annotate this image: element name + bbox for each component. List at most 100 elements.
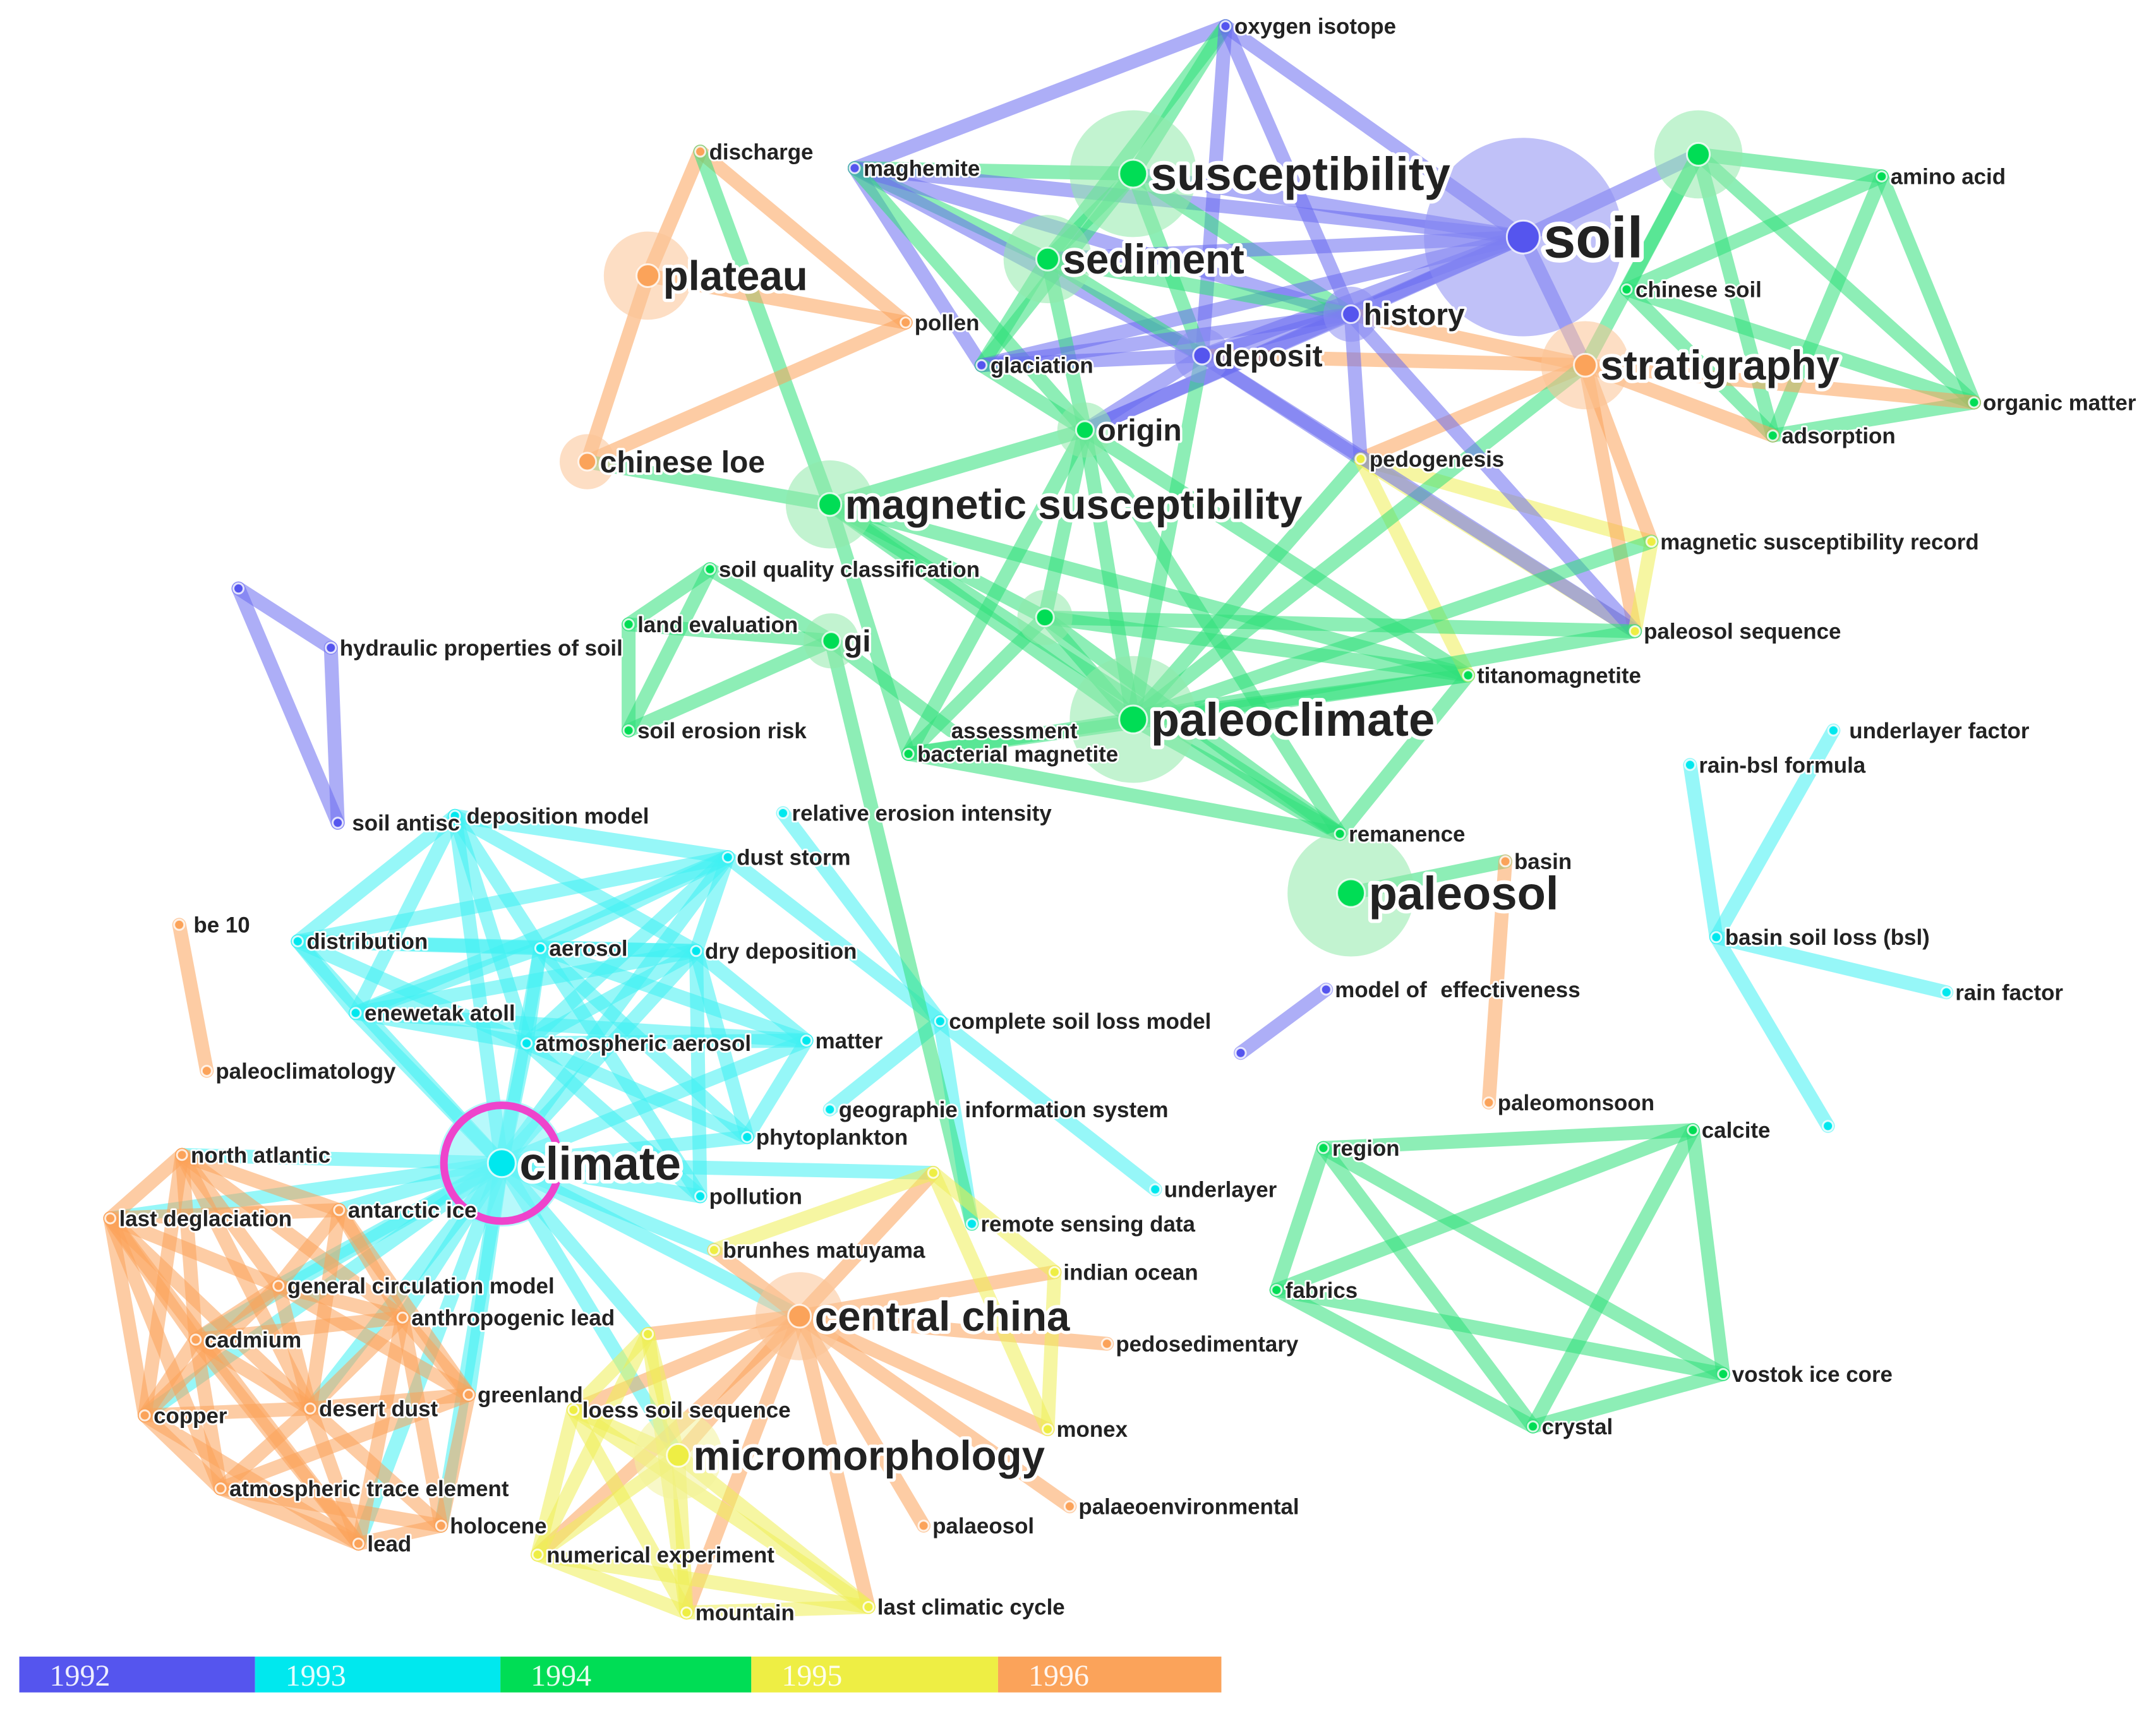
node-model-end[interactable] (1234, 1046, 1247, 1059)
node-complete-soil-loss-model[interactable] (934, 1015, 946, 1028)
node-bacterial-magnetite[interactable] (902, 748, 915, 760)
node-enewetak-atoll[interactable] (349, 1007, 362, 1019)
node-sediment[interactable] (1035, 246, 1060, 272)
node-last-climatic-cycle[interactable] (862, 1600, 875, 1613)
node-rain-factor[interactable] (1940, 986, 1953, 998)
node-numerical-experiment[interactable] (531, 1549, 544, 1561)
node-brunhes-matuyama[interactable] (708, 1244, 720, 1256)
node-matter[interactable] (800, 1034, 813, 1047)
node-lead[interactable] (352, 1537, 364, 1550)
node-soil-quality-classification[interactable] (704, 563, 716, 575)
node-paleosol[interactable] (1336, 878, 1366, 908)
node-history[interactable] (1341, 304, 1361, 325)
node-yellow-top[interactable] (927, 1166, 939, 1179)
node-dust-storm[interactable] (721, 851, 734, 863)
node-dry-deposition[interactable] (690, 945, 702, 957)
node-soil-antisc[interactable] (332, 817, 344, 829)
node-paleosol-sequence[interactable] (1629, 625, 1641, 637)
node-basin-soil-loss-bsl-[interactable] (1710, 931, 1723, 944)
edge-100 (622, 633, 838, 738)
node-bsl-end[interactable] (1822, 1120, 1834, 1132)
node-model-of[interactable] (1320, 983, 1332, 996)
node-paleomonsoon[interactable] (1483, 1096, 1495, 1109)
node-stratigraphy[interactable] (1573, 352, 1598, 378)
node-yellow-left[interactable] (642, 1328, 654, 1340)
node-climate[interactable] (486, 1148, 517, 1178)
node-basin[interactable] (1499, 855, 1512, 868)
node-land-evaluation[interactable] (622, 618, 635, 631)
node-rain-bsl-formula[interactable] (1683, 759, 1696, 771)
node-central-china[interactable] (787, 1304, 812, 1329)
node-cadmium[interactable] (190, 1333, 202, 1346)
node-greenland[interactable] (462, 1388, 475, 1401)
node-amino-acid[interactable] (1876, 170, 1888, 183)
node-monex[interactable] (1041, 1423, 1054, 1436)
node-hydraulic-properties-of-soil[interactable] (325, 642, 337, 654)
node-pollen[interactable] (900, 316, 912, 329)
node-glaciation[interactable] (975, 359, 988, 371)
node-palaeosol[interactable] (917, 1520, 930, 1532)
node-mountain[interactable] (680, 1606, 693, 1619)
node-oxygen-isotope[interactable] (1219, 20, 1232, 32)
node-soil[interactable] (1505, 219, 1541, 255)
node-pedosedimentary[interactable] (1100, 1338, 1113, 1350)
node-loess-soil-sequence[interactable] (567, 1403, 580, 1416)
node-last-deglaciation[interactable] (104, 1212, 117, 1225)
node-crystal[interactable] (1527, 1420, 1539, 1433)
node-anthropogenic-lead[interactable] (396, 1311, 409, 1324)
node-copper[interactable] (138, 1409, 151, 1422)
node-vostok-ice-core[interactable] (1717, 1368, 1730, 1381)
edge-46 (1620, 282, 1780, 443)
label-history: history (1364, 298, 1465, 332)
node-maghemite[interactable] (848, 162, 861, 174)
node-gi[interactable] (821, 631, 841, 651)
node-micromorphology[interactable] (666, 1442, 691, 1468)
node-magnetic-susceptibility-record[interactable] (1645, 536, 1658, 548)
node-chinese-loe[interactable] (577, 452, 598, 472)
node-titanomagnetite[interactable] (1462, 669, 1474, 681)
label-relative-erosion-intensity: relative erosion intensity (792, 801, 1052, 826)
node-paleoclimatology[interactable] (200, 1065, 213, 1077)
node-holocene[interactable] (435, 1520, 447, 1532)
node-relative-erosion-intensity[interactable] (777, 807, 790, 820)
node-be-10[interactable] (173, 918, 186, 931)
node-chinese-soil[interactable] (1620, 283, 1633, 296)
node-phytoplankton[interactable] (741, 1130, 754, 1143)
node-adsorption[interactable] (1766, 429, 1779, 442)
node-susceptibility[interactable] (1118, 159, 1148, 189)
edge-109 (721, 850, 948, 1029)
node-desert-dust[interactable] (304, 1402, 316, 1415)
node-region[interactable] (1317, 1142, 1330, 1154)
node-hydraulic-top[interactable] (232, 582, 245, 595)
node-magnetic-susceptibility[interactable] (817, 492, 843, 517)
node-discharge[interactable] (694, 145, 707, 158)
node-paleoclimate[interactable] (1118, 704, 1148, 735)
node-underlayer[interactable] (1149, 1183, 1162, 1196)
node-organic-matter[interactable] (1968, 396, 1980, 409)
node-indian-ocean[interactable] (1048, 1266, 1061, 1278)
node-pollution[interactable] (694, 1190, 707, 1202)
edge-147 (519, 1036, 754, 1144)
node-north-atlantic[interactable] (176, 1149, 188, 1161)
node-palaeoenvironmental[interactable] (1063, 1500, 1076, 1513)
node-distribution[interactable] (291, 935, 304, 947)
node-underlayer-factor[interactable] (1827, 724, 1840, 737)
node-plateau[interactable] (635, 263, 661, 288)
node-antarctic-ice[interactable] (333, 1204, 346, 1216)
node-deposition-model[interactable] (449, 810, 461, 822)
node-remote-sensing-data[interactable] (965, 1218, 978, 1230)
node-remanence[interactable] (1334, 827, 1346, 840)
node-atmospheric-trace-element[interactable] (214, 1482, 227, 1495)
node-aerosol[interactable] (534, 942, 546, 954)
node-soil-erosion-risk[interactable] (622, 724, 635, 737)
node-deposit[interactable] (1192, 345, 1212, 366)
node-fabrics[interactable] (1270, 1284, 1283, 1297)
node-pedogenesis[interactable] (1354, 453, 1367, 465)
node-hub-amino[interactable] (1686, 141, 1711, 167)
node-hub-mid[interactable] (1035, 608, 1055, 628)
node-general-circulation-model[interactable] (272, 1280, 285, 1292)
node-atmospheric-aerosol[interactable] (521, 1037, 533, 1050)
node-calcite[interactable] (1687, 1124, 1699, 1136)
node-geographie[interactable] (824, 1103, 836, 1116)
node-origin[interactable] (1075, 420, 1095, 440)
